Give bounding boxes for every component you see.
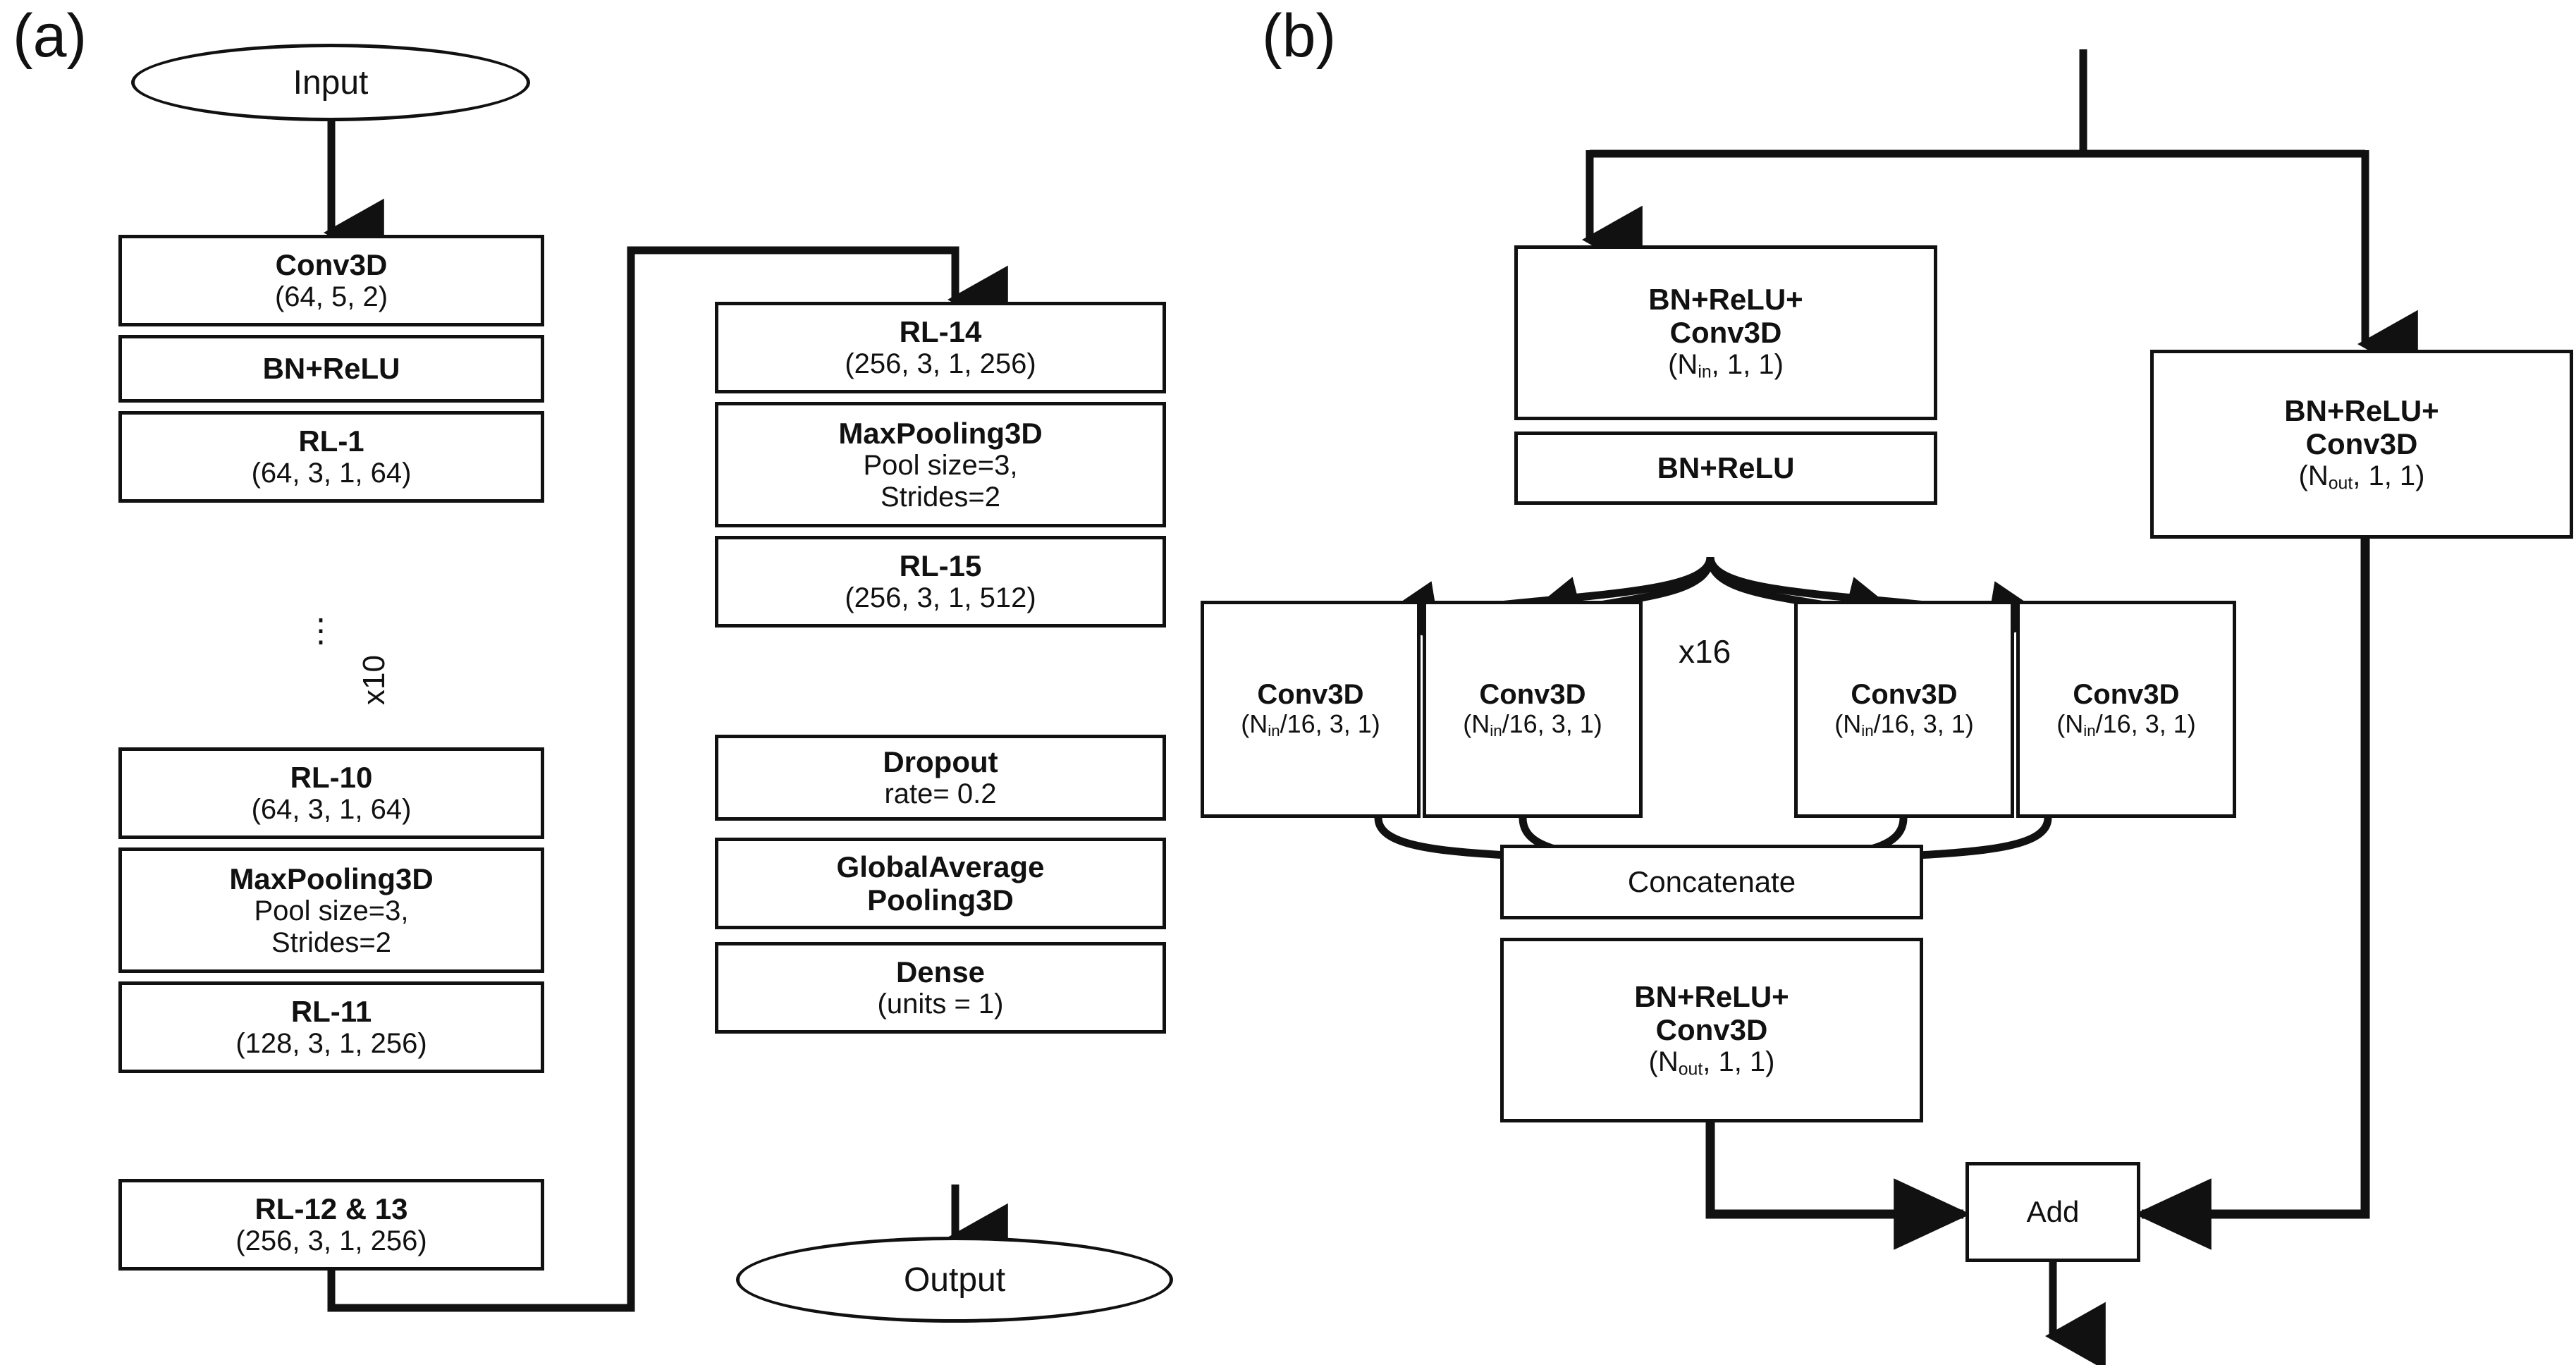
node-subtitle: (64, 5, 2) bbox=[274, 281, 388, 313]
node-b-bn-relu-conv3d-in: BN+ReLU+ Conv3D (Nin, 1, 1) bbox=[1514, 245, 1937, 420]
node-subtitle-2: Strides=2 bbox=[271, 926, 392, 958]
node-title: RL-1 bbox=[298, 424, 364, 458]
node-title: RL-12 & 13 bbox=[254, 1192, 408, 1226]
node-subtitle: (Nin/16, 3, 1) bbox=[1834, 709, 1974, 740]
node-subtitle: (256, 3, 1, 512) bbox=[845, 582, 1036, 614]
node-subtitle-2: Strides=2 bbox=[880, 481, 1001, 513]
node-title: Dropout bbox=[883, 745, 998, 779]
node-dense: Dense (units = 1) bbox=[715, 942, 1166, 1034]
node-b-shortcut-conv3d: BN+ReLU+ Conv3D (Nout, 1, 1) bbox=[2150, 350, 2573, 539]
node-title: RL-14 bbox=[899, 315, 982, 349]
node-b-branch-conv3d-4: Conv3D (Nin/16, 3, 1) bbox=[2016, 601, 2236, 818]
node-b-bn-relu: BN+ReLU bbox=[1514, 431, 1937, 505]
node-subtitle: (Nout, 1, 1) bbox=[2298, 460, 2425, 494]
node-subtitle: (Nin, 1, 1) bbox=[1668, 349, 1784, 382]
node-subtitle: (64, 3, 1, 64) bbox=[251, 458, 412, 489]
node-title: RL-11 bbox=[290, 995, 372, 1029]
node-b-branch-conv3d-2: Conv3D (Nin/16, 3, 1) bbox=[1423, 601, 1643, 818]
node-subtitle: (Nout, 1, 1) bbox=[1648, 1046, 1775, 1079]
node-subtitle: Pool size=3, bbox=[254, 895, 409, 926]
node-title: BN+ReLU bbox=[1657, 451, 1795, 485]
node-title: Conv3D bbox=[1851, 678, 1958, 710]
repeat-x10-label: x10 bbox=[357, 655, 391, 705]
node-subtitle: (Nin/16, 3, 1) bbox=[1463, 709, 1602, 740]
node-subtitle: (128, 3, 1, 256) bbox=[235, 1028, 427, 1060]
node-title: Add bbox=[2026, 1195, 2080, 1229]
node-rl-11: RL-11 (128, 3, 1, 256) bbox=[118, 981, 544, 1073]
output-node-label: Output bbox=[903, 1261, 1006, 1299]
node-rl-10: RL-10 (64, 3, 1, 64) bbox=[118, 747, 544, 839]
node-subtitle: (256, 3, 1, 256) bbox=[845, 348, 1036, 380]
node-subtitle: (Nin/16, 3, 1) bbox=[2056, 709, 2196, 740]
node-b-branch-conv3d-3: Conv3D (Nin/16, 3, 1) bbox=[1794, 601, 2014, 818]
node-title-2: Pooling3D bbox=[867, 883, 1014, 917]
node-title-line2: Conv3D bbox=[2305, 427, 2418, 461]
node-title: Conv3D bbox=[1257, 678, 1364, 710]
wire-post-to-add bbox=[1705, 1122, 1971, 1250]
node-title: RL-15 bbox=[899, 549, 982, 583]
node-title-line2: Conv3D bbox=[1669, 316, 1782, 350]
node-conv3d: Conv3D (64, 5, 2) bbox=[118, 235, 544, 326]
node-globalaveragepooling3d: GlobalAverage Pooling3D bbox=[715, 838, 1166, 929]
node-dropout: Dropout rate= 0.2 bbox=[715, 735, 1166, 821]
node-title-line2: Conv3D bbox=[1655, 1013, 1768, 1047]
node-title: Concatenate bbox=[1627, 865, 1796, 899]
node-rl-14: RL-14 (256, 3, 1, 256) bbox=[715, 302, 1166, 393]
panel-label-a: (a) bbox=[13, 2, 87, 70]
node-b-add: Add bbox=[1965, 1162, 2140, 1262]
node-title: GlobalAverage bbox=[836, 850, 1045, 883]
node-title-line1: BN+ReLU+ bbox=[1648, 283, 1803, 317]
node-rl-12-13: RL-12 & 13 (256, 3, 1, 256) bbox=[118, 1179, 544, 1271]
node-subtitle: (units = 1) bbox=[877, 988, 1004, 1020]
input-node: Input bbox=[131, 44, 530, 121]
node-maxpooling3d-1: MaxPooling3D Pool size=3, Strides=2 bbox=[118, 847, 544, 973]
node-title: Conv3D bbox=[275, 248, 388, 282]
node-subtitle: (64, 3, 1, 64) bbox=[251, 794, 412, 826]
node-subtitle: (256, 3, 1, 256) bbox=[235, 1225, 427, 1257]
node-title: Dense bbox=[895, 955, 986, 989]
node-rl-1: RL-1 (64, 3, 1, 64) bbox=[118, 411, 544, 503]
node-subtitle: rate= 0.2 bbox=[884, 778, 997, 810]
output-node: Output bbox=[736, 1237, 1173, 1323]
repeat-x16-label: x16 bbox=[1674, 631, 1736, 672]
node-title-line1: BN+ReLU+ bbox=[1634, 980, 1789, 1014]
input-node-label: Input bbox=[293, 63, 369, 102]
node-title: MaxPooling3D bbox=[229, 862, 434, 895]
node-title: MaxPooling3D bbox=[838, 416, 1043, 450]
node-maxpooling3d-2: MaxPooling3D Pool size=3, Strides=2 bbox=[715, 402, 1166, 527]
vertical-ellipsis: ⋮ bbox=[305, 612, 337, 649]
node-b-bn-relu-conv3d-out: BN+ReLU+ Conv3D (Nout, 1, 1) bbox=[1500, 938, 1923, 1122]
node-subtitle: Pool size=3, bbox=[863, 449, 1018, 481]
node-subtitle: (Nin/16, 3, 1) bbox=[1241, 709, 1380, 740]
panel-label-b: (b) bbox=[1262, 2, 1337, 70]
node-title-line1: BN+ReLU+ bbox=[2284, 394, 2439, 428]
node-bn-relu-1: BN+ReLU bbox=[118, 335, 544, 403]
node-title: Conv3D bbox=[1479, 678, 1586, 710]
node-title: Conv3D bbox=[2073, 678, 2180, 710]
node-b-concatenate: Concatenate bbox=[1500, 845, 1923, 919]
node-rl-15: RL-15 (256, 3, 1, 512) bbox=[715, 536, 1166, 628]
node-title: RL-10 bbox=[290, 761, 373, 795]
node-b-branch-conv3d-1: Conv3D (Nin/16, 3, 1) bbox=[1201, 601, 1421, 818]
node-title: BN+ReLU bbox=[262, 352, 400, 386]
